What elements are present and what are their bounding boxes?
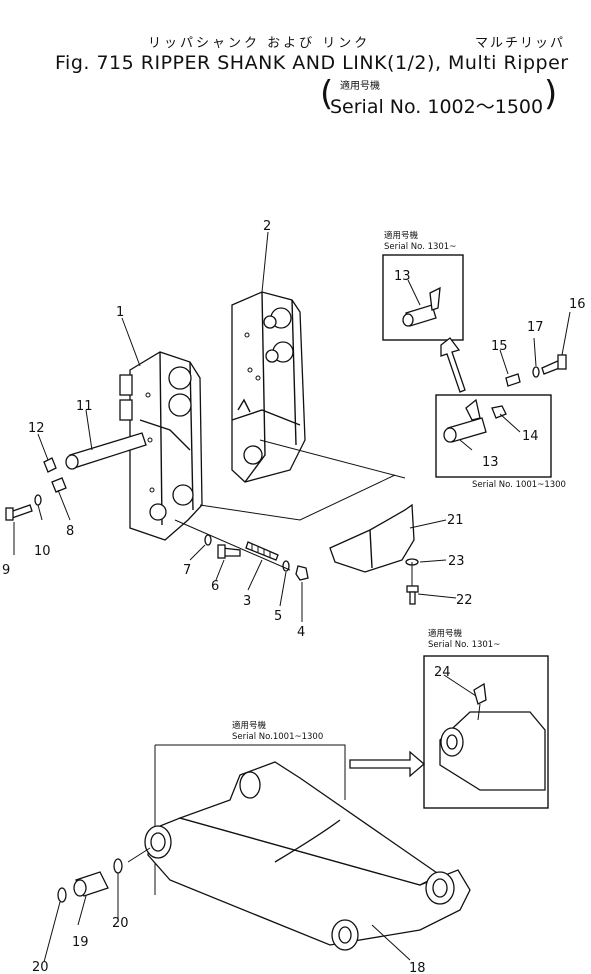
callout-17: 17 (527, 320, 544, 335)
lube-fitting-part-12 (43, 457, 57, 473)
inset-applicable-label: 適用号機 (384, 230, 419, 241)
callout-12: 12 (28, 421, 45, 436)
inset-serial-1301-top: 適用号機 Serial No. 1301~ (382, 230, 464, 341)
bolt-part-3 (245, 541, 279, 561)
inset-serial-1001-mid: Serial No. 1001~1300 (435, 394, 566, 490)
inset-serial-1301-right: 適用号機 Serial No. 1301~ (423, 628, 549, 809)
callout-5: 5 (274, 609, 282, 624)
callout-23: 23 (448, 554, 465, 569)
callout-14: 14 (522, 429, 539, 444)
inset-serial-label: Serial No.1001~1300 (232, 732, 323, 742)
washer-part-20-right (113, 858, 123, 874)
bolt-part-22 (406, 585, 419, 605)
callout-22: 22 (456, 593, 473, 608)
inset-applicable-label: 適用号機 (232, 720, 267, 731)
inset-serial-1001-bottom: 適用号機 Serial No.1001~1300 (154, 720, 346, 895)
inset-serial-label: Serial No. 1301~ (428, 640, 500, 650)
link-part-18 (144, 761, 471, 951)
washer-part-17 (532, 366, 540, 378)
figure-title: Fig. 715 RIPPER SHANK AND LINK(1/2), Mul… (55, 52, 569, 74)
callout-18: 18 (409, 961, 426, 974)
callout-2: 2 (263, 219, 271, 234)
applicable-label: 適用号機 (340, 81, 380, 92)
callout-6: 6 (211, 579, 219, 594)
japanese-title: リッパシャンク および リンク (148, 36, 371, 51)
callout-9: 9 (2, 563, 10, 578)
bolt-part-9 (5, 504, 33, 521)
washer-part-7 (204, 534, 212, 546)
callout-4: 4 (297, 625, 305, 640)
bolt-part-16 (541, 354, 567, 375)
shank-bracket-part-1 (119, 351, 203, 541)
callout-15: 15 (491, 339, 508, 354)
callout-20-left: 20 (32, 960, 49, 974)
bolt-part-6 (217, 544, 241, 559)
hatched-arrow-right (349, 750, 425, 778)
callout-16: 16 (569, 297, 586, 312)
cover-part-21 (329, 503, 415, 573)
callout-24: 24 (434, 665, 451, 680)
callout-7: 7 (183, 563, 191, 578)
inset-applicable-label: 適用号機 (428, 628, 463, 639)
bushing-part-19 (73, 871, 109, 897)
callout-3: 3 (243, 594, 251, 609)
callout-20-right: 20 (112, 916, 129, 931)
inset-serial-label: Serial No. 1001~1300 (472, 480, 566, 490)
washer-part-10 (34, 494, 42, 506)
paren-open: ( (320, 74, 334, 114)
fitting-part-15 (505, 373, 521, 387)
japanese-multi-ripper: マルチリッパ (475, 36, 566, 51)
leader-lines (13, 231, 571, 963)
callout-13-top: 13 (394, 269, 411, 284)
callout-19: 19 (72, 935, 89, 950)
nut-part-4 (295, 565, 309, 581)
washer-part-20-left (57, 887, 67, 903)
callout-21: 21 (447, 513, 464, 528)
hatched-arrow-up (440, 337, 466, 393)
callout-10: 10 (34, 544, 51, 559)
callout-13-mid: 13 (482, 455, 499, 470)
plate-part-8 (51, 477, 67, 493)
callout-8: 8 (66, 524, 74, 539)
serial-range: Serial No. 1002～1500 (330, 96, 544, 118)
callout-1: 1 (116, 305, 124, 320)
shank-bracket-part-2 (231, 291, 306, 483)
inset-serial-label: Serial No. 1301~ (384, 242, 456, 252)
pin-part-11 (65, 432, 147, 470)
paren-close: ) (544, 74, 558, 114)
callout-11: 11 (76, 399, 93, 414)
